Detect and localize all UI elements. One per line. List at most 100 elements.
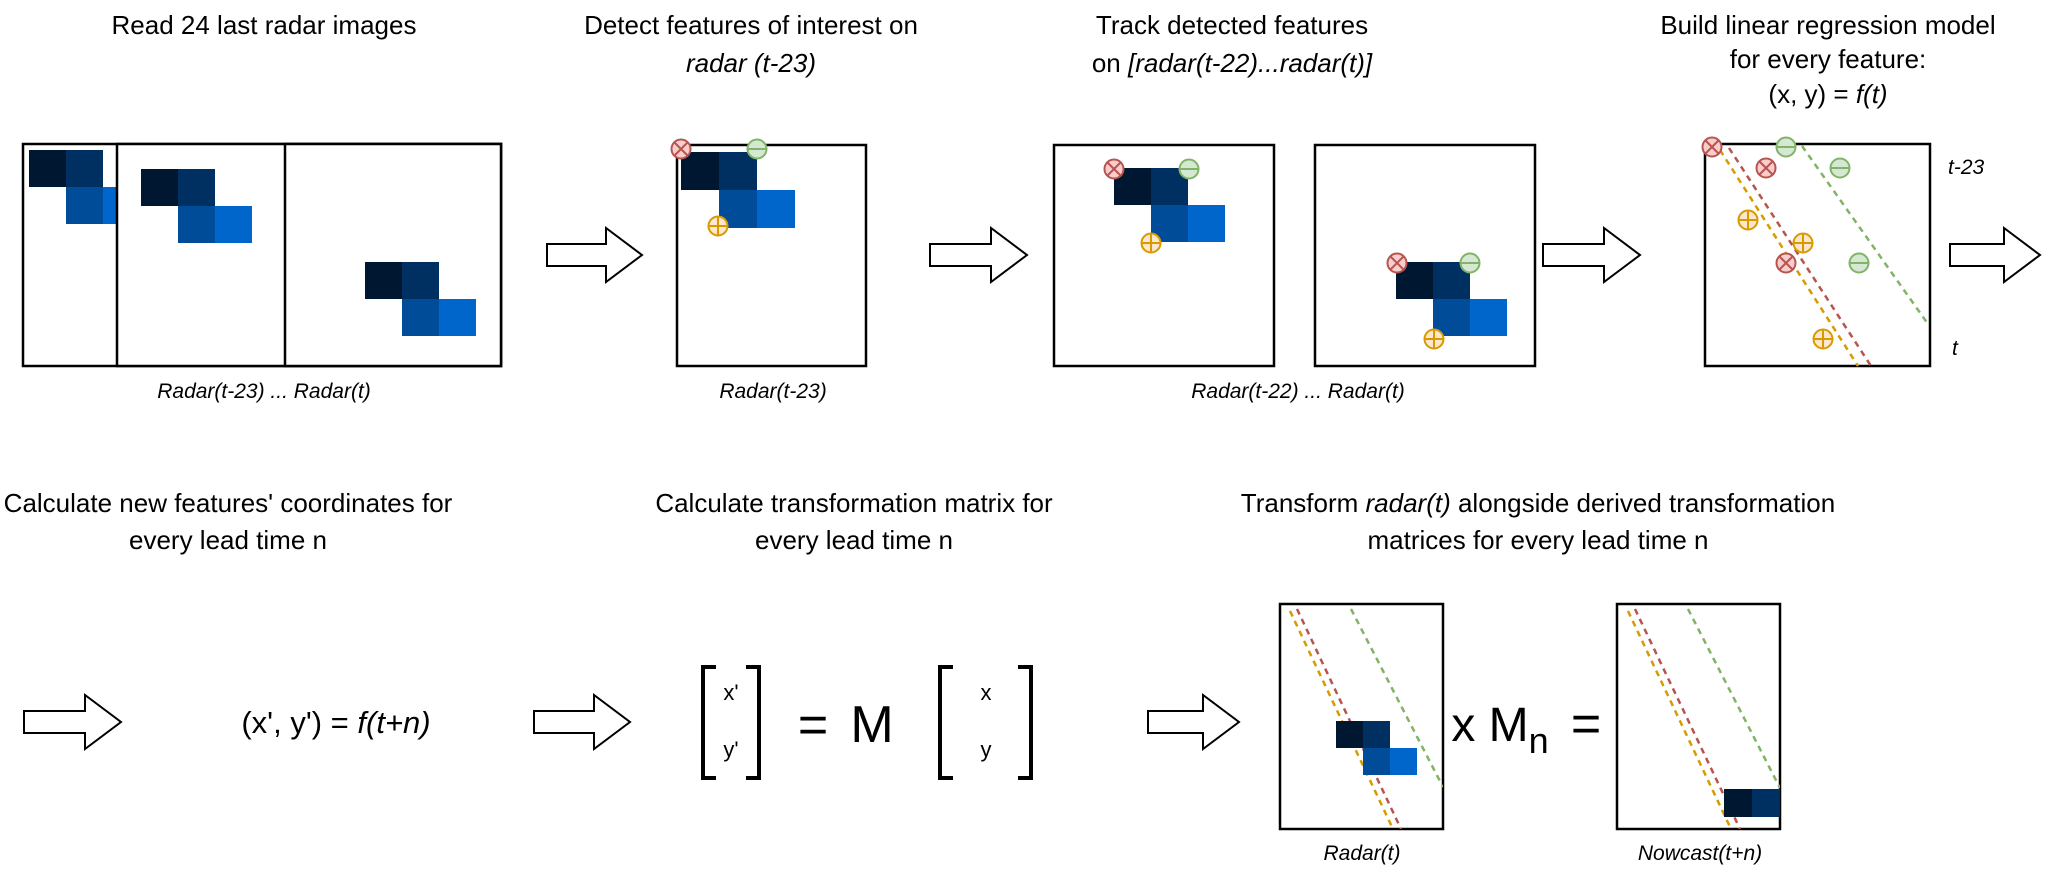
plus-circle-icon <box>707 215 729 237</box>
radar-echo-cell <box>439 299 476 336</box>
step-detect-caption: Radar(t-23) <box>719 380 826 403</box>
hollow-right-arrow-icon <box>1949 226 2042 284</box>
radar-echo-cell <box>66 150 103 187</box>
step-read-caption: Radar(t-23) ... Radar(t) <box>157 380 371 403</box>
step-transform-radar: Transform radar(t) alongside derived tra… <box>1241 488 1835 865</box>
minus-circle-icon <box>1829 157 1851 179</box>
minus-circle-icon <box>1775 136 1797 158</box>
radar-echo-cells <box>1724 789 1780 817</box>
radar-echo-cell <box>141 169 178 206</box>
matrix-rhs-bottom: y <box>981 737 992 762</box>
minus-circle-icon <box>1848 252 1870 274</box>
radar-echo-cell <box>178 169 215 206</box>
times-operator: x M <box>1451 699 1528 752</box>
radar-echo-cells <box>1396 262 1507 336</box>
radar-echo-cell <box>1724 789 1752 817</box>
times-matrix-label: x Mn <box>1451 699 1548 761</box>
radar-echo-cells <box>29 150 117 224</box>
trajectory-line-green <box>1349 608 1443 788</box>
step-detect-title-line2: radar (t-23) <box>686 48 816 78</box>
step-transformation-matrix: Calculate transformation matrix for ever… <box>655 488 1053 780</box>
radar-echo-cells <box>141 169 252 243</box>
radar-echo-cell <box>681 152 719 190</box>
time-label-start: t-23 <box>1948 156 1985 179</box>
step-detect-title-line1: Detect features of interest on <box>584 10 918 40</box>
title-prefix: on <box>1092 48 1128 78</box>
trajectory-line-red <box>1295 608 1403 829</box>
x-circle-icon <box>1755 157 1777 179</box>
minus-circle-icon <box>746 138 768 160</box>
trajectory-line-green <box>1800 145 1930 325</box>
trajectory-line-green <box>1686 608 1780 789</box>
flow-arrows <box>23 226 2042 751</box>
radar-echo-cell <box>1752 789 1780 817</box>
step-coordinates-title-line1: Calculate new features' coordinates for <box>4 488 453 518</box>
x-circle-icon <box>670 138 692 160</box>
minus-circle-icon <box>1459 252 1481 274</box>
step-new-coordinates: Calculate new features' coordinates for … <box>4 488 453 740</box>
left-bracket <box>701 665 716 780</box>
plus-circle-icon <box>1812 328 1834 350</box>
step-detect-features: Detect features of interest on radar (t-… <box>584 10 918 403</box>
step-regression: Build linear regression model for every … <box>1660 10 1996 368</box>
radar-echo-cell <box>103 187 117 224</box>
trajectory-line-orange <box>1626 610 1733 829</box>
radar-echo-cell <box>402 262 439 299</box>
trajectory-line-red <box>1633 608 1742 829</box>
radar-frame-input <box>1278 602 1445 831</box>
formula-prefix: (x', y') = <box>241 705 357 740</box>
title-italic: radar(t) <box>1366 488 1451 518</box>
radar-echo-cell <box>29 150 66 187</box>
radar-echo-cell <box>402 299 439 336</box>
hollow-right-arrow-icon <box>546 226 644 284</box>
step-transform-title-line2: matrices for every lead time n <box>1367 525 1708 555</box>
step-track-title-line1: Track detected features <box>1096 10 1368 40</box>
right-bracket <box>746 665 761 780</box>
radar-echo-cells <box>681 152 795 228</box>
step-transform-title-line1: Transform radar(t) alongside derived tra… <box>1241 488 1835 518</box>
title-italic: [radar(t-22)...radar(t)] <box>1127 48 1373 78</box>
step-read-radar: Read 24 last radar images Radar(t-23) ..… <box>21 10 503 403</box>
hollow-right-arrow-icon <box>1542 226 1642 284</box>
radar-echo-cell <box>178 206 215 243</box>
radar-echo-cell <box>215 206 252 243</box>
formula-prefix: (x, y) = <box>1768 79 1855 109</box>
coordinates-formula: (x', y') = f(t+n) <box>241 705 430 740</box>
radar-echo-cell <box>1336 721 1363 748</box>
x-circle-icon <box>1103 158 1125 180</box>
plus-circle-icon <box>1140 232 1162 254</box>
matrix-operator: M <box>850 696 893 754</box>
matrix-lhs-top: x' <box>723 680 738 705</box>
caption-radar-input: Radar(t) <box>1323 842 1400 865</box>
x-circle-icon <box>1386 252 1408 274</box>
radar-echo-cell <box>1470 299 1507 336</box>
radar-echo-cell <box>365 262 402 299</box>
title-suffix: alongside derived transformation <box>1451 488 1835 518</box>
formula-function: f(t+n) <box>357 705 430 740</box>
matrix-equals: = <box>798 696 828 754</box>
radar-echo-cell <box>1390 748 1417 775</box>
formula-function: f(t) <box>1856 79 1888 109</box>
radar-echo-cell <box>1363 721 1390 748</box>
step-regression-title-line1: Build linear regression model <box>1660 10 1995 40</box>
regression-formula: (x, y) = f(t) <box>1768 79 1887 109</box>
radar-echo-cell <box>757 190 795 228</box>
step-track-title-line2: on [radar(t-22)...radar(t)] <box>1092 48 1373 78</box>
matrix-lhs-bottom: y' <box>723 737 738 762</box>
plus-circle-icon <box>1792 232 1814 254</box>
radar-echo-cells <box>1336 721 1417 775</box>
radar-echo-cell <box>1433 299 1470 336</box>
step-read-title: Read 24 last radar images <box>112 10 417 40</box>
right-bracket <box>1018 665 1033 780</box>
hollow-right-arrow-icon <box>929 226 1029 284</box>
matrix-rhs-top: x <box>981 680 992 705</box>
transform-equals: = <box>1571 695 1601 753</box>
minus-circle-icon <box>1178 158 1200 180</box>
radar-echo-cells <box>365 262 476 336</box>
trajectory-line-orange <box>1288 610 1395 829</box>
hollow-right-arrow-icon <box>533 693 632 751</box>
radar-echo-cell <box>66 187 103 224</box>
left-bracket <box>938 665 953 780</box>
plus-circle-icon <box>1423 328 1445 350</box>
